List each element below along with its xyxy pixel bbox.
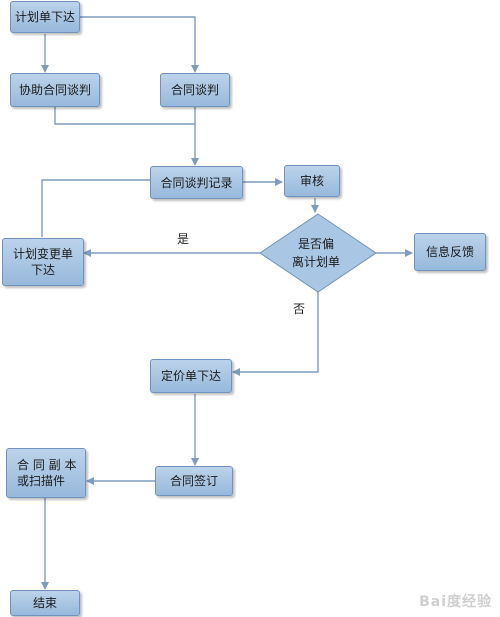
label-no: 否 xyxy=(293,302,306,316)
watermark-logo: Bai度经验 xyxy=(419,594,492,610)
node-feedback: 信息反馈 xyxy=(414,233,486,271)
node-decision: 是否偏 离计划单 xyxy=(291,237,340,269)
node-negotiation-record: 合同谈判记录 xyxy=(150,166,243,199)
edge-plan-to-negotiation xyxy=(80,16,199,73)
node-copy-scan: 合 同 副 本 或扫描件 xyxy=(6,448,86,498)
node-review: 审核 xyxy=(284,165,340,197)
node-sign: 合同签订 xyxy=(155,466,233,496)
edge-assist-merge xyxy=(54,107,195,125)
node-end: 结束 xyxy=(10,590,80,616)
node-assist-negotiation: 协助合同谈判 xyxy=(10,73,100,107)
node-price-issue: 定价单下达 xyxy=(150,359,232,393)
decision-diamond xyxy=(259,213,377,293)
label-yes: 是 xyxy=(177,232,190,246)
edge-change-loop xyxy=(41,179,150,237)
node-plan-change: 计划变更单 下达 xyxy=(2,238,84,286)
node-negotiation: 合同谈判 xyxy=(160,73,230,107)
node-plan-issue: 计划单下达 xyxy=(10,1,80,33)
edge-decision-no xyxy=(232,292,319,376)
